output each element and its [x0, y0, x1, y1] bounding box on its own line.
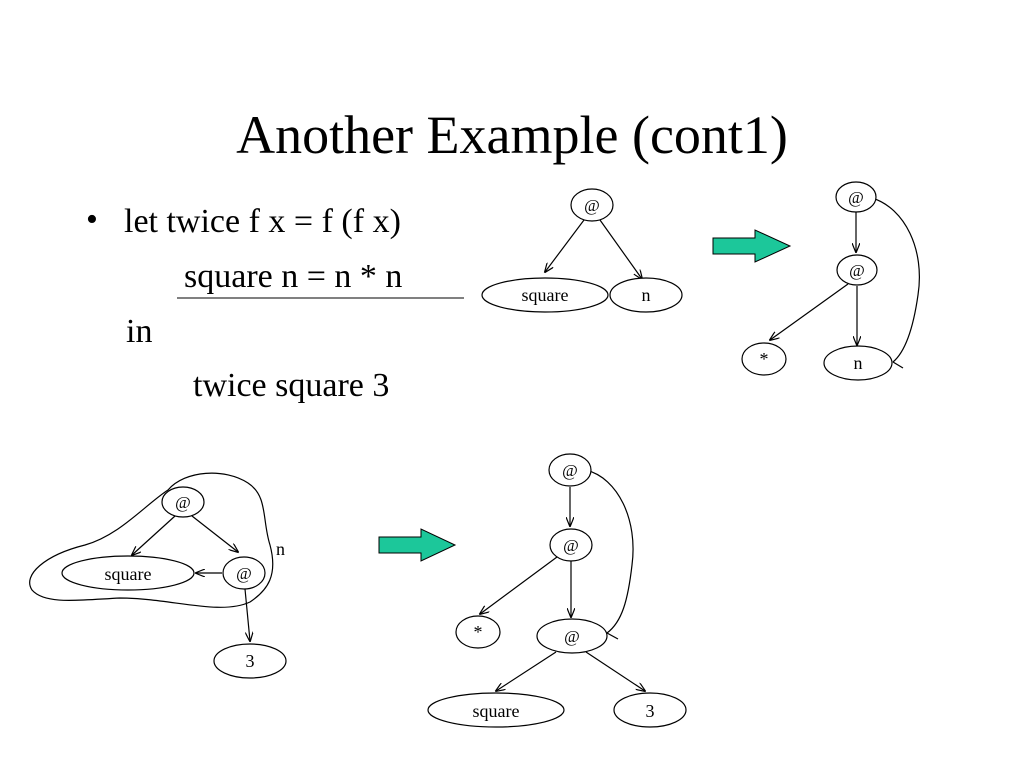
n-node: [609, 277, 683, 313]
n-node-label: n: [642, 285, 651, 305]
square-node-label: square: [522, 285, 569, 305]
code-line-1: let twice f x = f (f x): [124, 203, 401, 240]
slide-title: Another Example (cont1): [236, 105, 788, 165]
square-label: square: [105, 564, 152, 584]
n-label: n: [854, 353, 863, 373]
bullet-icon: •: [86, 201, 98, 238]
right-arrow-icon: [378, 528, 457, 562]
app-mid-label: @: [563, 536, 579, 555]
edge: [480, 556, 558, 614]
three-label: 3: [246, 651, 255, 671]
app-node-label: @: [584, 196, 600, 215]
app-low-label: @: [564, 627, 580, 646]
edge: [132, 515, 176, 555]
edge: [244, 588, 250, 641]
cycle-edge: [585, 469, 634, 634]
code-line-3: in: [126, 313, 153, 350]
mult-node: [741, 342, 787, 376]
app-right-label: @: [236, 564, 252, 583]
graph-3: n @ square @ 3: [29, 472, 287, 679]
app-top-node: [161, 486, 205, 518]
app-right-node: [222, 556, 266, 590]
graph-2: @ @ * n: [741, 181, 920, 381]
region-label: n: [276, 539, 285, 559]
app-top-label: @: [175, 493, 191, 512]
right-arrow-icon: [712, 229, 792, 263]
app-top-node: [835, 181, 877, 213]
code-line-4: twice square 3: [193, 367, 390, 404]
n-node: [823, 345, 893, 381]
cycle-edge: [871, 197, 920, 363]
app-mid-node: [836, 254, 878, 286]
three-node: [213, 643, 287, 679]
app-top-label: @: [562, 461, 578, 480]
edge: [496, 651, 557, 691]
graph-1: @ square n: [481, 188, 683, 313]
app-mid-label: @: [849, 261, 865, 280]
square-node: [427, 692, 565, 728]
edge: [585, 651, 645, 691]
app-low-node: [536, 618, 608, 654]
app-mid-node: [549, 528, 593, 562]
graph-4: @ @ * @ square 3: [427, 453, 687, 728]
square-label: square: [473, 701, 520, 721]
square-node: [61, 555, 195, 591]
mult-node: [455, 615, 501, 649]
mult-label: *: [760, 349, 769, 369]
code-line-2: square n = n * n: [184, 258, 403, 295]
edge: [599, 219, 642, 279]
edge: [191, 515, 238, 552]
app-top-node: [548, 453, 592, 487]
app-top-label: @: [848, 188, 864, 207]
app-node: [570, 188, 614, 222]
three-label: 3: [646, 701, 655, 721]
mult-label: *: [474, 622, 483, 642]
edge: [770, 283, 849, 340]
closure-region: [29, 472, 274, 608]
three-node: [613, 692, 687, 728]
edge: [545, 219, 585, 272]
square-node: [481, 277, 609, 313]
